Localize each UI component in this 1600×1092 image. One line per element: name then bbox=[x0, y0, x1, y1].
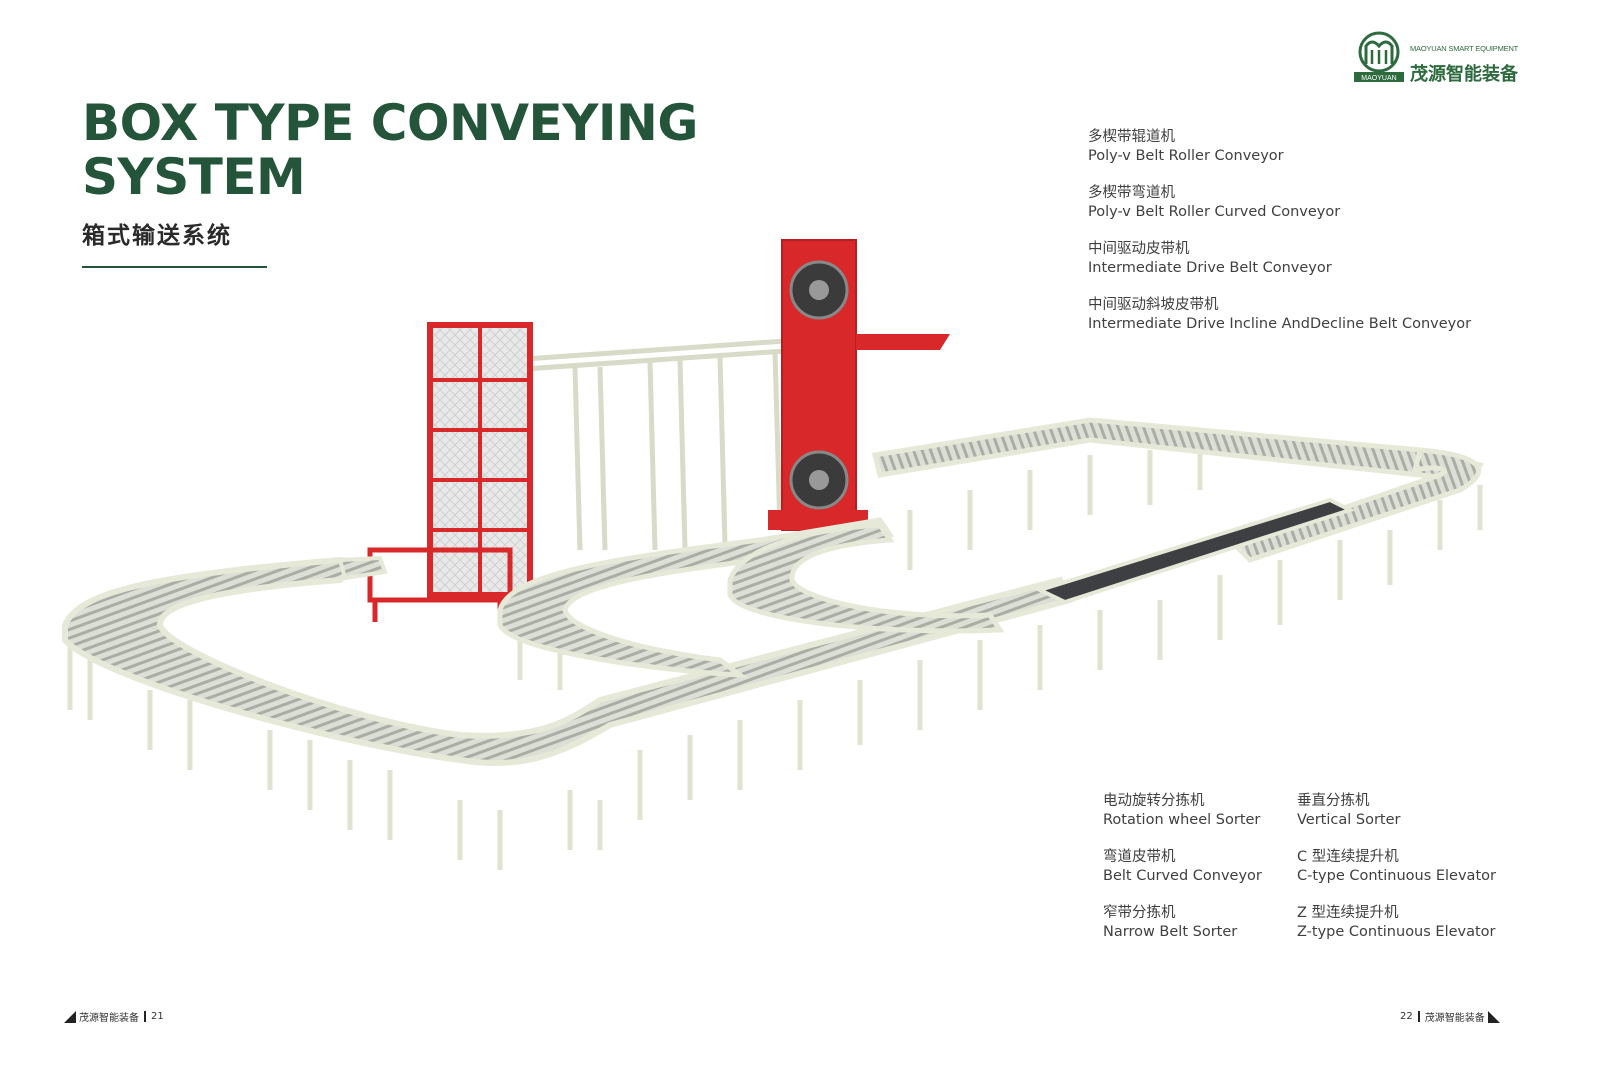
conveyor-system-illustration bbox=[62, 239, 1485, 870]
maoyuan-logo-icon: MAOYUAN bbox=[1354, 31, 1404, 82]
page-number: 22 bbox=[1400, 1011, 1413, 1022]
legend-item: 中间驱动皮带机 Intermediate Drive Belt Conveyor bbox=[1088, 240, 1568, 278]
legend-item-en: Intermediate Drive Belt Conveyor bbox=[1088, 260, 1332, 276]
inner-curve-conveyor-a bbox=[497, 517, 895, 678]
legend-item: Z 型连续提升机 Z-type Continuous Elevator bbox=[1297, 904, 1567, 942]
component-legend-bottom-left: 电动旋转分拣机 Rotation wheel Sorter 弯道皮带机 Belt… bbox=[1103, 792, 1293, 960]
legend-item-cn: 中间驱动斜坡皮带机 bbox=[1088, 297, 1219, 313]
legend-item-cn: 垂直分拣机 bbox=[1297, 793, 1370, 809]
legend-item-en: Vertical Sorter bbox=[1297, 812, 1401, 828]
legend-item-cn: 窄带分拣机 bbox=[1103, 905, 1176, 921]
title-divider bbox=[82, 266, 267, 268]
far-straight-conveyor bbox=[871, 417, 1485, 483]
legend-item: 中间驱动斜坡皮带机 Intermediate Drive Incline And… bbox=[1088, 296, 1568, 334]
legend-item-cn: 弯道皮带机 bbox=[1103, 849, 1176, 865]
page-corner-icon bbox=[1487, 1010, 1500, 1023]
legend-item-cn: 多楔带弯道机 bbox=[1088, 185, 1175, 201]
legend-item: 多楔带弯道机 Poly-v Belt Roller Curved Conveyo… bbox=[1088, 184, 1568, 222]
legend-item-cn: C 型连续提升机 bbox=[1297, 849, 1399, 865]
overhead-gantry bbox=[509, 337, 801, 551]
legend-item-en: Belt Curved Conveyor bbox=[1103, 868, 1262, 884]
z-type-elevator bbox=[367, 322, 533, 622]
legend-item-cn: 电动旋转分拣机 bbox=[1103, 793, 1205, 809]
legend-item: 电动旋转分拣机 Rotation wheel Sorter bbox=[1103, 792, 1293, 830]
feed-conveyor bbox=[337, 555, 388, 581]
brand-logo-block: MAOYUAN MAOYUAN SMART EQUIPMENT 茂源智能装备 bbox=[1352, 30, 1562, 86]
right-curve-conveyor bbox=[1230, 447, 1482, 563]
legend-item-en: Intermediate Drive Incline AndDecline Be… bbox=[1088, 316, 1472, 332]
footer-right: 22 茂源智能装备 bbox=[1400, 1009, 1500, 1024]
brand-name-en: MAOYUAN SMART EQUIPMENT bbox=[1410, 44, 1519, 53]
legend-item: 弯道皮带机 Belt Curved Conveyor bbox=[1103, 848, 1293, 886]
legend-item: C 型连续提升机 C-type Continuous Elevator bbox=[1297, 848, 1567, 886]
legend-item-cn: 多楔带辊道机 bbox=[1088, 129, 1175, 145]
logo-text: MAOYUAN bbox=[1361, 75, 1396, 82]
legend-item: 窄带分拣机 Narrow Belt Sorter bbox=[1103, 904, 1293, 942]
footer-left: 茂源智能装备 21 bbox=[64, 1009, 164, 1024]
footer-brand: 茂源智能装备 bbox=[1424, 1013, 1485, 1024]
page-title-cn: 箱式输送系统 bbox=[82, 223, 232, 249]
legend-item-cn: 中间驱动皮带机 bbox=[1088, 241, 1190, 257]
legend-item-en: Narrow Belt Sorter bbox=[1103, 924, 1238, 940]
support-legs bbox=[67, 450, 1483, 870]
page-title: BOX TYPE CONVEYING SYSTEM bbox=[82, 94, 698, 206]
component-legend-bottom-right: 垂直分拣机 Vertical Sorter C 型连续提升机 C-type Co… bbox=[1297, 792, 1567, 960]
c-type-elevator bbox=[768, 239, 950, 531]
legend-item-en: Poly-v Belt Roller Conveyor bbox=[1088, 148, 1284, 164]
legend-item: 多楔带辊道机 Poly-v Belt Roller Conveyor bbox=[1088, 128, 1568, 166]
footer-separator bbox=[144, 1011, 146, 1022]
brand-name-cn: 茂源智能装备 bbox=[1410, 64, 1518, 85]
legend-item: 垂直分拣机 Vertical Sorter bbox=[1297, 792, 1567, 830]
narrow-belt-sorter bbox=[1034, 497, 1356, 605]
legend-item-en: C-type Continuous Elevator bbox=[1297, 868, 1496, 884]
inner-curve-conveyor-b bbox=[727, 522, 1005, 634]
legend-item-en: Rotation wheel Sorter bbox=[1103, 812, 1261, 828]
footer-brand: 茂源智能装备 bbox=[79, 1013, 139, 1024]
page-number: 21 bbox=[151, 1011, 164, 1022]
legend-item-en: Poly-v Belt Roller Curved Conveyor bbox=[1088, 204, 1341, 220]
legend-item-en: Z-type Continuous Elevator bbox=[1297, 924, 1496, 940]
legend-item-cn: Z 型连续提升机 bbox=[1297, 905, 1399, 921]
component-legend-top: 多楔带辊道机 Poly-v Belt Roller Conveyor 多楔带弯道… bbox=[1088, 128, 1568, 352]
page-corner-icon bbox=[64, 1010, 76, 1023]
footer-separator bbox=[1417, 1011, 1420, 1022]
